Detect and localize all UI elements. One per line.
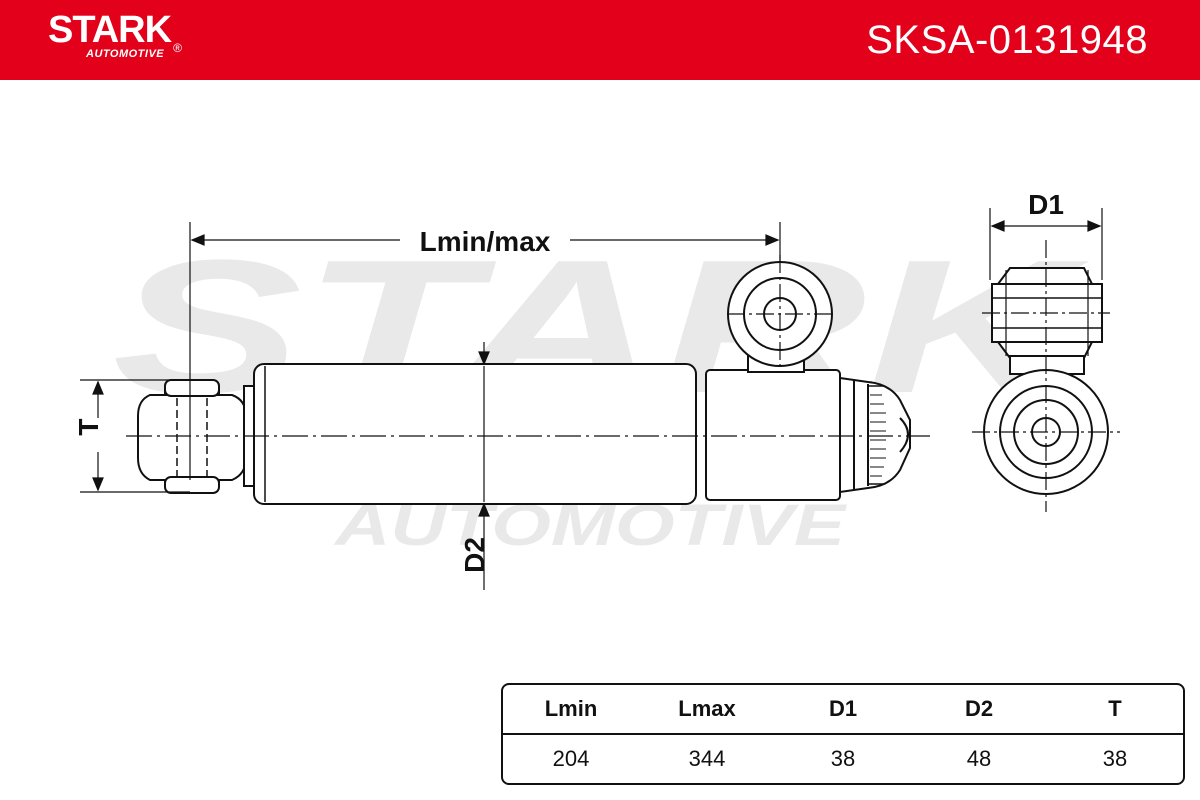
upper-body xyxy=(705,369,841,501)
dimensions-table: Lmin Lmax D1 D2 T 204 344 38 48 38 xyxy=(501,683,1185,785)
table-row: 204 344 38 48 38 xyxy=(503,735,1183,783)
t-dimension xyxy=(80,379,190,493)
logo-brand: STARK® xyxy=(48,9,182,55)
shock-absorber-side-view xyxy=(137,261,911,505)
table-header-cell: D2 xyxy=(911,685,1047,735)
table-header-cell: D1 xyxy=(775,685,911,735)
table-header-cell: T xyxy=(1047,685,1183,735)
table-cell: 204 xyxy=(552,746,590,771)
part-number: SKSA-0131948 xyxy=(866,18,1148,62)
d1-dimension xyxy=(989,208,1103,280)
table-header-row: Lmin Lmax D1 D2 T xyxy=(503,685,1183,735)
top-eye-mount xyxy=(727,261,833,373)
table-header-cell: Lmin xyxy=(503,685,639,735)
length-label: Lmin/max xyxy=(420,226,551,257)
left-eye-mount xyxy=(137,379,259,494)
t-label: T xyxy=(73,418,104,435)
table-cell: 48 xyxy=(966,746,992,771)
d2-label: D2 xyxy=(459,537,490,573)
table-cell: 38 xyxy=(1102,746,1128,771)
d2-dimension xyxy=(478,342,490,590)
table-cell: 344 xyxy=(688,746,726,771)
end-cap xyxy=(839,376,911,494)
header-bar: STARK® AUTOMOTIVE SKSA-0131948 xyxy=(0,0,1200,80)
main-tube xyxy=(253,363,697,505)
length-dimension xyxy=(189,222,781,480)
logo-subtitle: AUTOMOTIVE xyxy=(86,48,165,60)
table-cell: 38 xyxy=(830,746,856,771)
stark-logo[interactable]: STARK® AUTOMOTIVE xyxy=(48,8,182,60)
table-header-cell: Lmax xyxy=(639,685,775,735)
d1-label: D1 xyxy=(1028,189,1064,220)
